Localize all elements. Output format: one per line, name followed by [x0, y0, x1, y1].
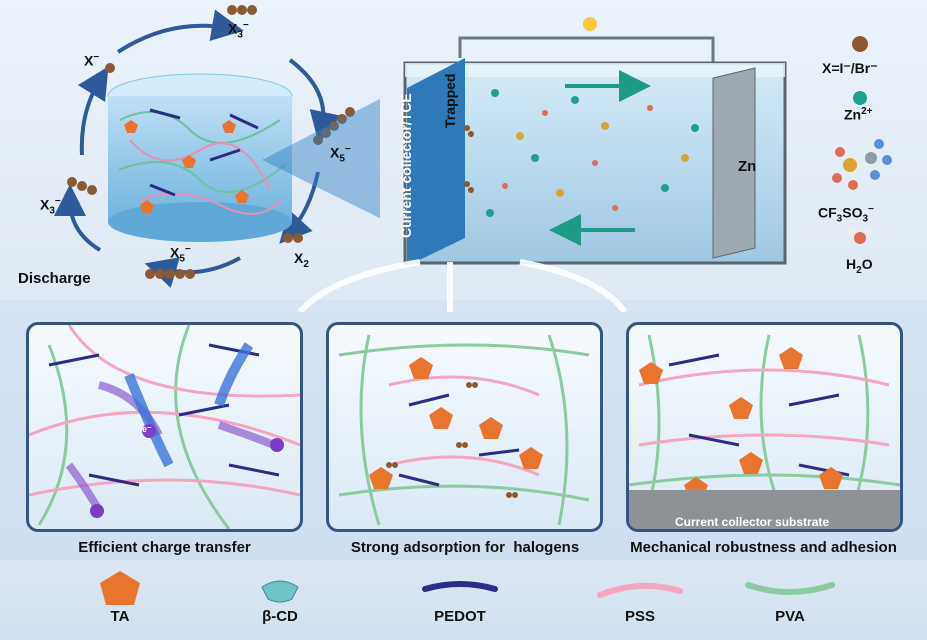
water-icon [847, 228, 873, 244]
key-triflate-label: CF3SO3− [818, 204, 874, 225]
legend-background [0, 560, 927, 640]
legend-label-pva: PVA [775, 608, 805, 625]
species-x3-top: X3− [228, 20, 249, 41]
panel-mechanical-adhesion: Current collector substrate [626, 322, 903, 532]
species-x2: X2 [294, 250, 309, 270]
key-water-label: H2O [846, 256, 873, 276]
legend-label-pss: PSS [624, 608, 655, 625]
branch-arrows [297, 259, 628, 312]
panel-charge-transfer: e⁻ [26, 322, 303, 532]
cycle-arrow-upper-left [77, 66, 109, 156]
cyclodextrin-icon [261, 580, 299, 603]
pva-chain-icon [745, 582, 835, 595]
legend-label-ta: TA [110, 608, 130, 625]
pentagon-icon [100, 571, 140, 605]
cycle-arrow-top [116, 9, 244, 54]
pss-chain-icon [597, 582, 683, 598]
zn-anode-label: Zn [738, 158, 757, 175]
light-bulb-icon [583, 17, 597, 31]
legend-label-beta-cd: β-CD [262, 608, 298, 625]
hydrogel-block [108, 96, 292, 222]
cycle-arrow-left [54, 184, 102, 252]
battery-cell-diagram [403, 17, 787, 266]
current-collector-plate [407, 58, 465, 266]
panel-halogen-adsorption [326, 322, 603, 532]
panel-title-mechanical-adhesion: Mechanical robustness and adhesion [630, 539, 897, 556]
legend-icons [100, 571, 835, 605]
collector-label: Current collector/TCE [398, 93, 414, 238]
cycle-arrow-lower-right [279, 171, 320, 244]
panel-title-charge-transfer: Efficient charge transfer [78, 539, 251, 556]
triflate-icon [832, 139, 892, 190]
species-x5-bottom: X5− [170, 244, 191, 265]
cycle-arrow-right [288, 58, 341, 144]
species-x3-left: X3− [40, 196, 61, 217]
zinc-ion-icon [853, 91, 867, 105]
species-x5-right: X5− [330, 144, 351, 165]
discharge-label: Discharge [18, 270, 91, 287]
species-x-minus: X− [84, 52, 100, 69]
discharge-cycle-diagram [54, 5, 380, 288]
halogen-icon [852, 36, 868, 52]
substrate-layer [629, 490, 900, 529]
panel-title-halogen-adsorption: Strong adsorption for halogens [350, 539, 580, 556]
substrate-label: Current collector substrate [675, 515, 830, 529]
key-halogen-label: X=I⁻/Br⁻ [822, 60, 878, 76]
electron-label: e⁻ [142, 424, 152, 434]
species-key-icons [832, 36, 892, 244]
key-zinc-label: Zn2+ [844, 106, 873, 123]
pedot-chain-icon [422, 581, 498, 592]
zn-anode-plate [712, 67, 756, 259]
trapped-label: Trapped [442, 73, 458, 128]
legend-label-pedot: PEDOT [434, 608, 486, 625]
